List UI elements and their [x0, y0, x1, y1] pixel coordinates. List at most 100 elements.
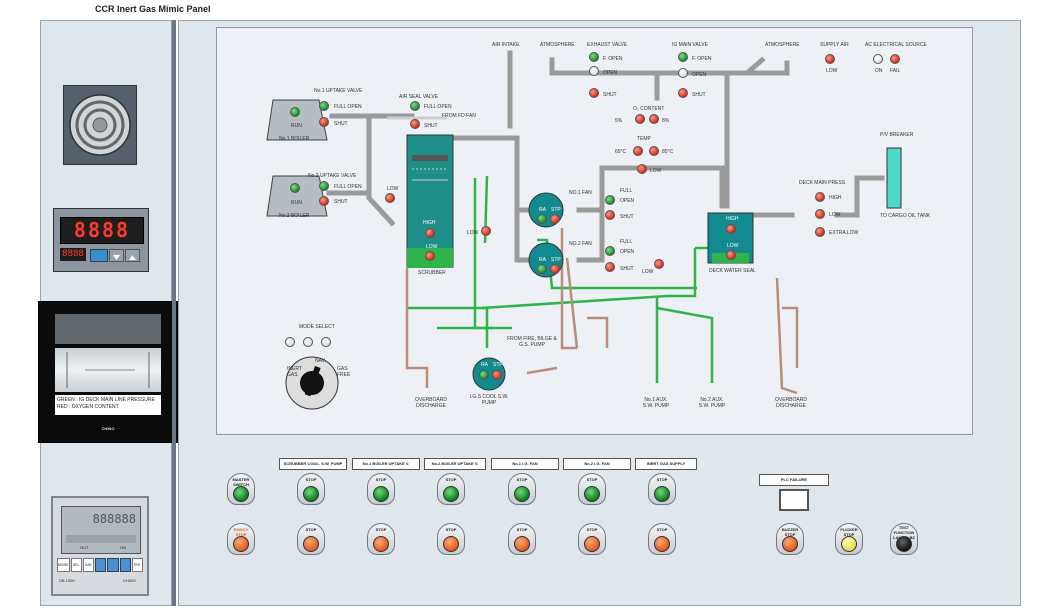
chart-recorder: GREEN : IG DECK MAIN LINE PRESSURE RED :…	[38, 301, 178, 443]
meter-up-button[interactable]	[125, 249, 140, 262]
fan1-full-lamp	[605, 195, 615, 205]
controller-arrow-key[interactable]	[119, 558, 131, 572]
o2-5pct-lamp	[635, 114, 645, 124]
controller-ent-key[interactable]: ENT	[131, 558, 143, 572]
uptake-valve-2-label: No.2 UPTAKE VALVE	[308, 173, 357, 179]
shut-label: SHUT	[692, 92, 706, 98]
temp-65-lamp	[633, 146, 643, 156]
supply-air-label: SUPPLY AIR	[820, 42, 849, 48]
buzzer-stop-button[interactable]: BUZZER STOP	[776, 523, 804, 555]
plc-failure-lamp	[779, 489, 809, 511]
ig-main-open-lamp	[678, 68, 688, 78]
stop-button[interactable]: STOP	[578, 473, 606, 505]
flicker-stop-button[interactable]: FLICKER STOP	[835, 523, 863, 555]
run-label: RUN	[291, 123, 302, 129]
stop-button[interactable]: STOP	[508, 523, 536, 555]
stop-button[interactable]: STOP	[367, 523, 395, 555]
deck-main-press-label: DECK MAIN PRESS	[799, 180, 846, 186]
run-lamp	[303, 486, 319, 502]
stop-button[interactable]: STOP	[367, 473, 395, 505]
group-label: No.2 BOILER UPTAKE V.	[424, 458, 486, 470]
meter-small-display: 8888	[62, 249, 84, 259]
low-label: LOW	[426, 244, 438, 250]
fan2-full-lamp	[605, 246, 615, 256]
nav-label: NAV.	[315, 358, 326, 364]
stop-lamp	[373, 536, 389, 552]
scrubber-high-lamp	[425, 228, 435, 238]
test-function-button[interactable]: TEST FUNCTION LAMP & BZ	[890, 523, 918, 555]
temp-low-lamp	[637, 164, 647, 174]
stop-lamp	[584, 536, 600, 552]
stop-button[interactable]: STOP	[437, 523, 465, 555]
arrow-down-icon	[113, 255, 120, 260]
controller-mode-key[interactable]: MODE	[57, 558, 70, 572]
low-label: LOW	[727, 243, 739, 249]
temp-label: TEMP	[637, 136, 651, 142]
controller-arrow-key[interactable]	[107, 558, 119, 572]
group-label: SCRUBBER COOL. S.W. PUMP	[279, 458, 347, 470]
controller-brand: CHINO	[123, 578, 136, 583]
master-switch-button[interactable]: MASTER SWITCH	[227, 473, 255, 505]
controller-arrow-key[interactable]	[95, 558, 107, 572]
run-lamp	[373, 486, 389, 502]
ig-main-valve-label: IG MAIN VALVE	[672, 42, 708, 48]
seal-low-lamp	[726, 250, 736, 260]
full-open-label: FULL OPEN	[424, 104, 452, 110]
run-lamp	[443, 486, 459, 502]
stop-label: STOP	[516, 477, 528, 482]
emergency-stop-lamp	[233, 536, 249, 552]
arrow-up-icon	[129, 255, 136, 260]
buzzer-lamp	[782, 536, 798, 552]
stop-button[interactable]: STOP	[648, 473, 676, 505]
mode-selector-knob[interactable]	[286, 357, 338, 409]
controller-am-key[interactable]: A/M	[82, 558, 94, 572]
overboard-1-label: OVERBOARD DISCHARGE	[415, 397, 447, 409]
stop-label: STOP	[375, 477, 387, 482]
stop-lamp	[443, 536, 459, 552]
master-switch-label: MASTER SWITCH	[232, 477, 250, 487]
extra-low-label: EXTRA LOW	[829, 230, 859, 236]
mode-select-label: MODE SELECT	[299, 324, 335, 330]
emergency-stop-label: EMGCY STOP	[233, 527, 249, 537]
stop-button[interactable]: STOP	[648, 523, 676, 555]
uptake2-shut-lamp	[319, 196, 329, 206]
pump-run-lamp	[479, 370, 489, 380]
pump-stop-lamp	[492, 370, 502, 380]
controller-sel-key[interactable]: SEL	[70, 558, 82, 572]
digital-meter: 8888 8888	[53, 208, 149, 272]
fan1-shut-lamp	[605, 210, 615, 220]
overboard-2-label: OVERBOARD DISCHARGE	[775, 397, 807, 409]
o2-content-label: O₂ CONTENT	[633, 106, 665, 112]
stop-button[interactable]: STOP	[578, 523, 606, 555]
high-label: HIGH	[829, 195, 842, 201]
fail-label: FAIL	[890, 68, 901, 74]
uptake-valve-1-label: No.1 UPTAKE VALVE	[314, 88, 363, 94]
recorder-legend-red: RED : OXYGEN CONTENT	[57, 404, 119, 410]
fan2-shut-lamp	[605, 262, 615, 272]
emergency-stop-button[interactable]: EMGCY STOP	[227, 523, 255, 555]
stop-button[interactable]: STOP	[297, 473, 325, 505]
full-open-label: FULL OPEN	[334, 184, 362, 190]
stop-lamp	[514, 536, 530, 552]
air-intake-label: AIR INTAKE	[492, 42, 520, 48]
low-label: LOW	[650, 168, 662, 174]
grille-icon	[69, 94, 131, 156]
deck-water-seal-label: DECK WATER SEAL	[709, 268, 756, 274]
full-label: FULL	[620, 188, 633, 194]
open-label: OPEN	[620, 249, 635, 255]
stop-label: STOP	[516, 527, 528, 532]
meter-down-button[interactable]	[109, 249, 124, 262]
fan1-label: NO.1 FAN	[569, 190, 592, 196]
stop-button[interactable]: STOP	[297, 523, 325, 555]
from-fire-label: FROM FIRE, BILGE & G.S. PUMP	[507, 336, 557, 348]
boiler1-label: No.1 BOILER	[279, 136, 310, 142]
fan-sw-low-lamp	[654, 259, 664, 269]
meter-set-button[interactable]	[90, 249, 108, 262]
group-label: INERT GAS SUPPLY	[635, 458, 697, 470]
stop-button[interactable]: STOP	[508, 473, 536, 505]
stp-label: STP	[493, 362, 503, 368]
stop-label: STOP	[656, 477, 668, 482]
stop-button[interactable]: STOP	[437, 473, 465, 505]
recorder-legend-green: GREEN : IG DECK MAIN LINE PRESSURE	[57, 397, 155, 403]
supply-air-low-lamp	[825, 54, 835, 64]
